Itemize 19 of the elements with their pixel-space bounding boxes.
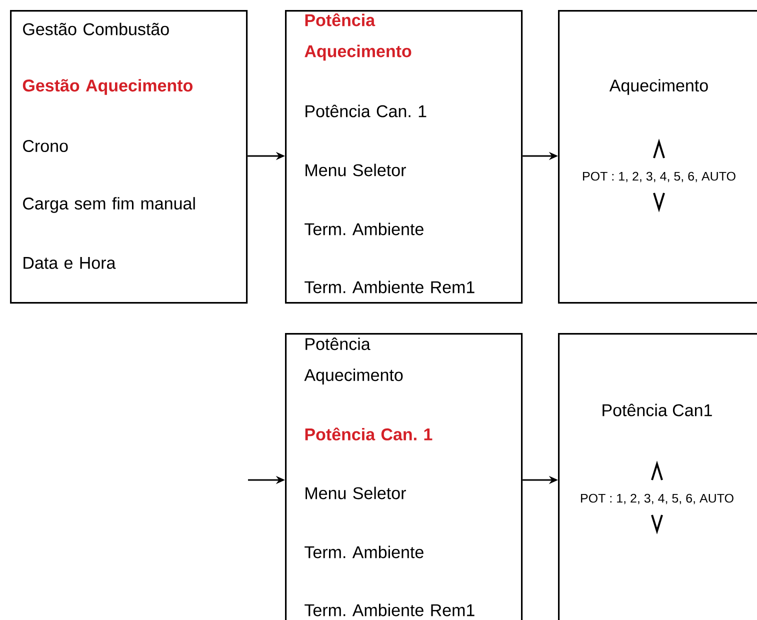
menu-item: Menu Seletor xyxy=(306,486,406,500)
menu-item: Menu Seletor xyxy=(306,164,406,176)
menu-item: Gestão Combustão xyxy=(23,22,169,36)
menu-item: Carga sem fim manual xyxy=(23,197,195,213)
menu-item: Term. Ambiente Rem1 xyxy=(304,604,474,616)
menu-item: Potência Aquecimento xyxy=(304,338,403,384)
menu-item: Potência Can. 1 xyxy=(306,104,426,118)
menu-item: Crono xyxy=(23,140,68,152)
menu-item: Data e Hora xyxy=(24,257,116,269)
menu-item: Term. Ambiente xyxy=(304,222,424,236)
screen-title: Aquecimento xyxy=(609,79,708,95)
screen-title: Potência Can1 xyxy=(602,404,712,416)
menu-item: Term. Ambiente xyxy=(304,546,424,558)
selected-menu-item: Potência Can. 1 xyxy=(305,428,432,440)
value-options: POT : 1, 2, 3, 4, 5, 6, AUTO xyxy=(581,494,734,504)
value-options: POT : 1, 2, 3, 4, 5, 6, AUTO xyxy=(583,172,736,182)
selected-menu-item: Potência Aquecimento xyxy=(304,13,412,61)
menu-item: Term. Ambiente Rem1 xyxy=(304,280,474,294)
selected-menu-item: Gestão Aquecimento xyxy=(22,79,192,95)
